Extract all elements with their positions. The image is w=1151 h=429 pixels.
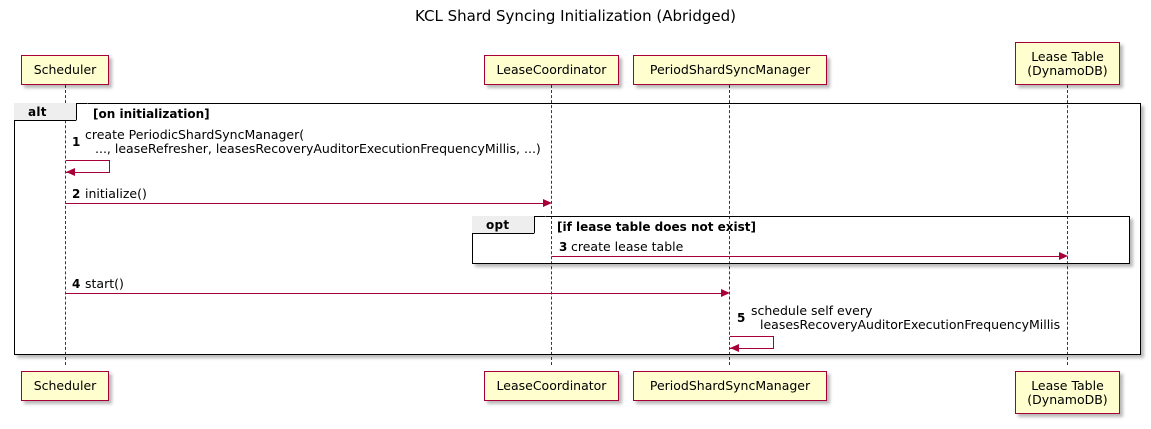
message-4-arrowhead bbox=[721, 289, 730, 297]
participant-lease-coordinator-bottom[interactable]: LeaseCoordinator bbox=[484, 371, 619, 401]
alt-frame-tab-label: alt bbox=[28, 104, 47, 119]
opt-frame-tab-label: opt bbox=[486, 217, 510, 232]
participant-label-line2: (DynamoDB) bbox=[1027, 62, 1108, 78]
lifeline-scheduler bbox=[65, 85, 66, 365]
participant-label: Lease Table bbox=[1031, 377, 1104, 393]
message-2-line bbox=[66, 203, 543, 204]
participant-label: LeaseCoordinator bbox=[496, 378, 607, 393]
message-5-arrowhead bbox=[730, 344, 739, 352]
message-2-number: 2 bbox=[72, 187, 81, 201]
message-5-self-loop bbox=[730, 336, 774, 349]
message-1-text-line2: ..., leaseRefresher, leasesRecoveryAudit… bbox=[95, 141, 541, 156]
participant-scheduler-bottom[interactable]: Scheduler bbox=[21, 371, 109, 401]
participant-label: Lease Table bbox=[1031, 48, 1104, 64]
lifeline-lease-coordinator bbox=[551, 85, 552, 365]
alt-frame-tab: alt bbox=[14, 103, 88, 121]
page-title: KCL Shard Syncing Initialization (Abridg… bbox=[415, 7, 736, 25]
opt-frame bbox=[472, 216, 1130, 264]
lifeline-lease-table bbox=[1067, 85, 1068, 365]
message-3-line bbox=[552, 256, 1059, 257]
opt-frame-tab: opt bbox=[472, 216, 546, 234]
message-1-number: 1 bbox=[72, 135, 81, 149]
participant-label: PeriodShardSyncManager bbox=[649, 378, 811, 393]
message-1-self-loop bbox=[66, 160, 110, 173]
participant-lease-table-top[interactable]: Lease Table (DynamoDB) bbox=[1015, 42, 1120, 85]
participant-lease-table-bottom[interactable]: Lease Table (DynamoDB) bbox=[1015, 371, 1120, 414]
lifeline-period-shard-sync-manager bbox=[729, 85, 730, 365]
message-3-text: create lease table bbox=[571, 239, 684, 254]
participant-period-shard-sync-manager-bottom[interactable]: PeriodShardSyncManager bbox=[633, 371, 827, 401]
message-1-arrowhead bbox=[66, 168, 75, 176]
opt-frame-condition: [if lease table does not exist] bbox=[557, 220, 757, 234]
participant-scheduler-top[interactable]: Scheduler bbox=[21, 55, 109, 85]
message-2-arrowhead bbox=[543, 199, 552, 207]
message-4-text: start() bbox=[85, 276, 124, 291]
participant-label: PeriodShardSyncManager bbox=[649, 62, 811, 77]
message-1-text-line1: create PeriodicShardSyncManager( bbox=[85, 127, 305, 142]
participant-label-line2: (DynamoDB) bbox=[1027, 391, 1108, 407]
message-4-line bbox=[66, 293, 721, 294]
participant-period-shard-sync-manager-top[interactable]: PeriodShardSyncManager bbox=[633, 55, 827, 85]
message-3-arrowhead bbox=[1059, 252, 1068, 260]
message-3-number: 3 bbox=[559, 240, 568, 254]
message-5-text-line1: schedule self every bbox=[751, 303, 873, 318]
message-2-text: initialize() bbox=[85, 186, 147, 201]
message-4-number: 4 bbox=[72, 277, 81, 291]
participant-label: Scheduler bbox=[33, 378, 97, 393]
message-5-number: 5 bbox=[737, 311, 746, 325]
message-5-text-line2: leasesRecoveryAuditorExecutionFrequencyM… bbox=[760, 317, 1061, 332]
participant-lease-coordinator-top[interactable]: LeaseCoordinator bbox=[484, 55, 619, 85]
alt-frame bbox=[14, 103, 1141, 355]
participant-label: LeaseCoordinator bbox=[496, 62, 607, 77]
participant-label: Scheduler bbox=[33, 62, 97, 77]
alt-frame-condition: [on initialization] bbox=[93, 107, 210, 121]
